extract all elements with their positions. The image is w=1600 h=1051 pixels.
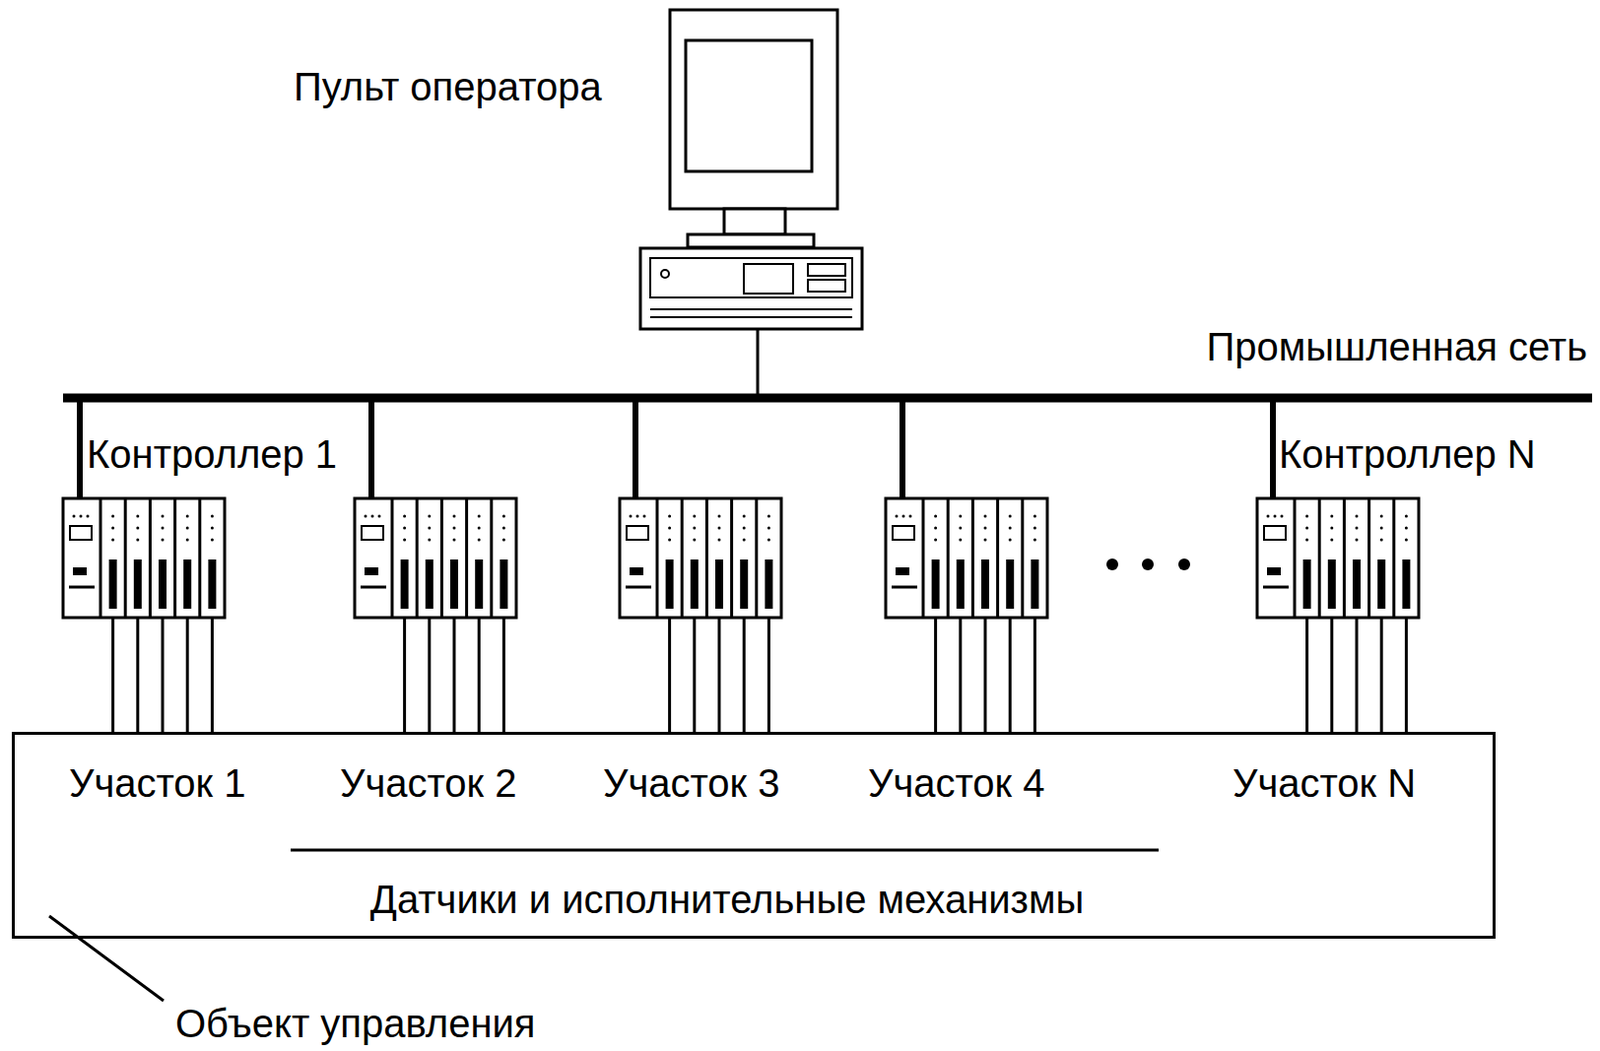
console-label: Пульт оператора bbox=[293, 64, 602, 110]
controller-rack bbox=[619, 398, 782, 733]
object-label: Объект управления bbox=[175, 1000, 536, 1047]
section-label: Участок 4 bbox=[867, 760, 1045, 806]
separator-line bbox=[290, 849, 1159, 853]
network-label: Промышленная сеть bbox=[1206, 324, 1588, 370]
section-label: Участок 2 bbox=[339, 760, 517, 806]
control-object-box: Участок 1 Участок 2 Участок 3 Участок 4 Учас… bbox=[11, 732, 1496, 939]
section-label: Участок 3 bbox=[602, 760, 780, 806]
controller-label: Контроллер N bbox=[1278, 431, 1536, 477]
section-label: Участок N bbox=[1232, 760, 1416, 806]
controller-rack bbox=[354, 398, 517, 733]
controller-rack bbox=[885, 398, 1048, 733]
devices-label: Датчики и исполнительные механизмы bbox=[370, 876, 1084, 923]
ellipsis-dot bbox=[1178, 558, 1191, 571]
section-label: Участок 1 bbox=[68, 760, 246, 806]
ellipsis-dot bbox=[1141, 558, 1154, 571]
operator-console bbox=[640, 9, 863, 330]
network-drop bbox=[756, 329, 760, 399]
ellipsis-dot bbox=[1106, 558, 1119, 571]
leader-line bbox=[49, 916, 164, 1001]
network-bus bbox=[63, 394, 1593, 403]
controller-label: Контроллер 1 bbox=[86, 431, 337, 477]
